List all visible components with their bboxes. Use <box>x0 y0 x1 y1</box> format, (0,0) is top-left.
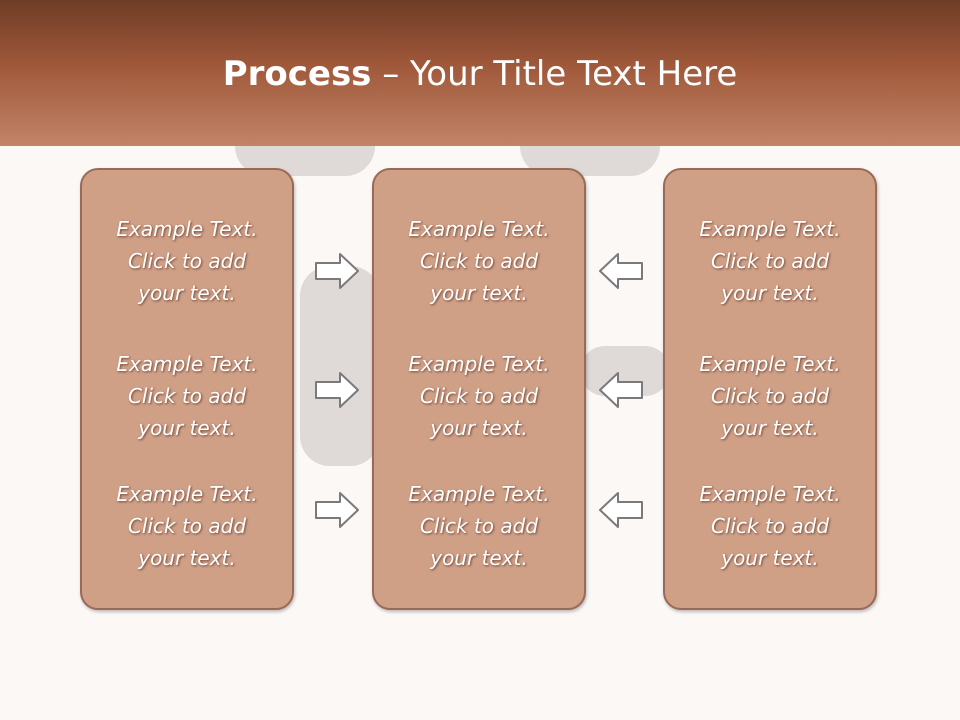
arrow-left-icon <box>599 372 643 408</box>
text-block[interactable]: Example Text. Click to add your text. <box>82 478 292 574</box>
process-box-center[interactable]: Example Text. Click to add your text. Ex… <box>372 168 586 610</box>
process-box-left[interactable]: Example Text. Click to add your text. Ex… <box>80 168 294 610</box>
process-box-right[interactable]: Example Text. Click to add your text. Ex… <box>663 168 877 610</box>
text-line: Example Text. <box>116 482 258 506</box>
text-line: your text. <box>430 546 528 570</box>
text-line: Click to add <box>419 384 539 408</box>
text-line: Click to add <box>419 249 539 273</box>
text-line: Click to add <box>710 249 830 273</box>
arrow-right-icon <box>315 492 359 528</box>
text-block[interactable]: Example Text. Click to add your text. <box>665 213 875 309</box>
text-line: Example Text. <box>699 352 841 376</box>
text-line: your text. <box>138 281 236 305</box>
arrow-right-icon <box>315 253 359 289</box>
text-line: your text. <box>721 416 819 440</box>
text-line: your text. <box>721 281 819 305</box>
text-line: your text. <box>138 416 236 440</box>
text-line: Click to add <box>127 514 247 538</box>
title-bold: Process <box>222 54 372 94</box>
title-bar <box>0 0 960 146</box>
text-line: your text. <box>721 546 819 570</box>
arrow-right-icon <box>315 372 359 408</box>
text-line: Example Text. <box>408 352 550 376</box>
arrow-left-icon <box>599 492 643 528</box>
text-line: Click to add <box>710 384 830 408</box>
text-line: Example Text. <box>699 217 841 241</box>
text-line: Example Text. <box>699 482 841 506</box>
text-block[interactable]: Example Text. Click to add your text. <box>374 213 584 309</box>
arrow-left-icon <box>599 253 643 289</box>
text-block[interactable]: Example Text. Click to add your text. <box>665 348 875 444</box>
text-block[interactable]: Example Text. Click to add your text. <box>374 348 584 444</box>
text-line: Example Text. <box>116 217 258 241</box>
title-rest: – Your Title Text Here <box>371 54 738 94</box>
text-line: your text. <box>138 546 236 570</box>
slide-title[interactable]: Process – Your Title Text Here <box>0 52 960 96</box>
text-line: Click to add <box>710 514 830 538</box>
text-line: your text. <box>430 416 528 440</box>
text-block[interactable]: Example Text. Click to add your text. <box>82 213 292 309</box>
text-line: Example Text. <box>408 482 550 506</box>
text-line: Example Text. <box>408 217 550 241</box>
text-line: Example Text. <box>116 352 258 376</box>
text-block[interactable]: Example Text. Click to add your text. <box>82 348 292 444</box>
text-line: your text. <box>430 281 528 305</box>
text-block[interactable]: Example Text. Click to add your text. <box>665 478 875 574</box>
text-line: Click to add <box>419 514 539 538</box>
text-block[interactable]: Example Text. Click to add your text. <box>374 478 584 574</box>
text-line: Click to add <box>127 384 247 408</box>
text-line: Click to add <box>127 249 247 273</box>
